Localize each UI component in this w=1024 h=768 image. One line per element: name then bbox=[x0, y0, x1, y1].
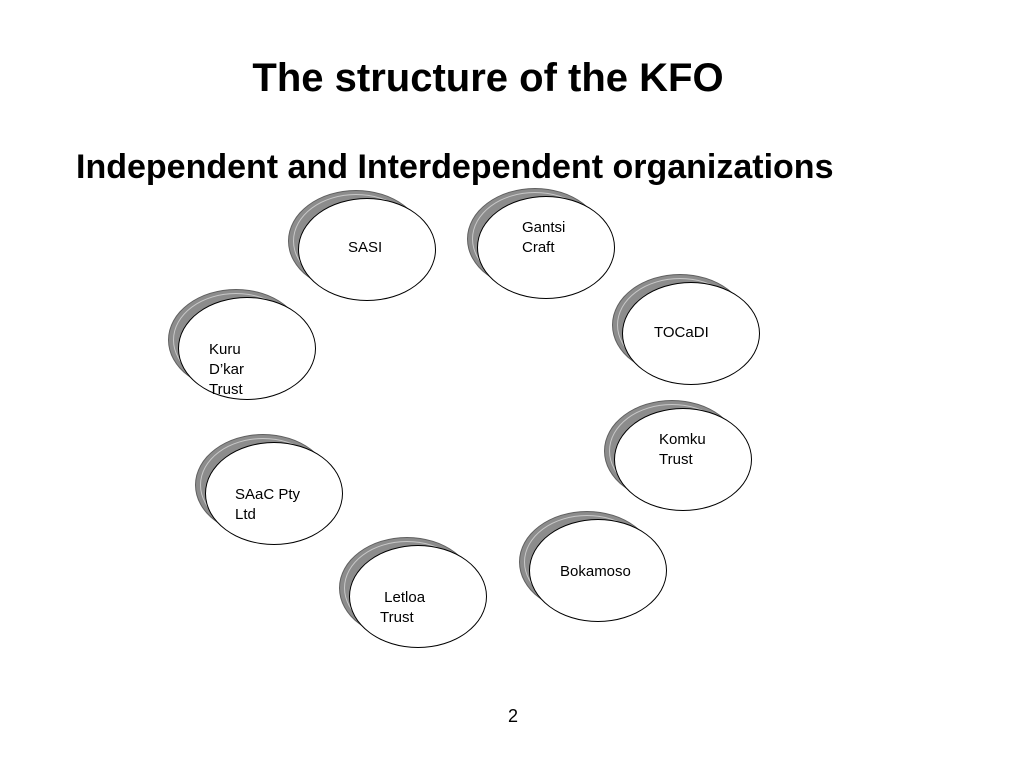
org-label-tocadi: TOCaDI bbox=[654, 324, 709, 341]
node-ellipse bbox=[477, 196, 615, 299]
node-ellipse bbox=[205, 442, 343, 545]
org-node-sasi: SASI bbox=[288, 190, 436, 302]
org-node-saac-pty-ltd: SAaC Pty Ltd bbox=[195, 434, 343, 546]
org-node-bokamoso: Bokamoso bbox=[519, 511, 667, 623]
org-label-kuru-dkar-trust: Kuru D’kar Trust bbox=[209, 341, 245, 398]
slide-title: The structure of the KFO bbox=[252, 56, 724, 100]
node-ellipse bbox=[178, 297, 316, 400]
node-ellipse bbox=[614, 408, 752, 511]
node-ellipse bbox=[298, 198, 436, 301]
slide-subtitle: Independent and Interdependent organizat… bbox=[76, 148, 834, 186]
org-node-tocadi: TOCaDI bbox=[612, 274, 760, 386]
node-ellipse bbox=[529, 519, 667, 622]
org-label-letloa-trust: Letloa Trust bbox=[380, 589, 426, 626]
org-node-letloa-trust: Letloa Trust bbox=[339, 537, 487, 649]
org-node-komku-trust: Komku Trust bbox=[604, 400, 752, 512]
org-label-saac-pty-ltd: SAaC Pty Ltd bbox=[235, 486, 301, 523]
page-number: 2 bbox=[507, 706, 518, 726]
org-label-bokamoso: Bokamoso bbox=[560, 563, 631, 580]
org-label-sasi: SASI bbox=[348, 239, 383, 256]
node-ellipse bbox=[349, 545, 487, 648]
org-label-gantsi-craft: Gantsi Craft bbox=[522, 219, 566, 256]
node-ellipse bbox=[622, 282, 760, 385]
org-node-gantsi-craft: Gantsi Craft bbox=[467, 188, 615, 300]
org-node-kuru-dkar-trust: Kuru D’kar Trust bbox=[168, 289, 316, 401]
org-label-komku-trust: Komku Trust bbox=[659, 431, 706, 468]
